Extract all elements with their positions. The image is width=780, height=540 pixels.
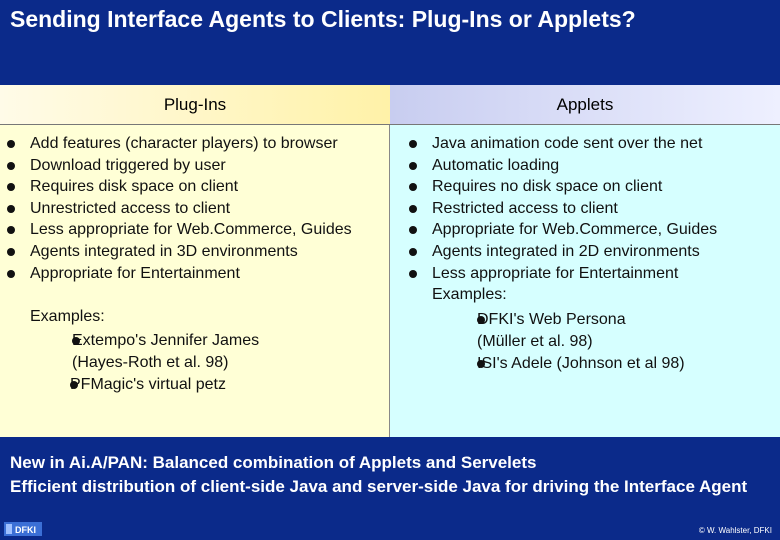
footer-text: New in Ai.A/PAN: Balanced combination of… — [10, 451, 770, 499]
applets-item: Agents integrated in 2D environments — [409, 241, 772, 263]
applets-item: Requires no disk space on client — [409, 176, 772, 198]
applets-example: ISI's Adele (Johnson et al 98) — [477, 353, 747, 375]
plugins-example: PFMagic's virtual petz — [70, 374, 310, 396]
applets-item: Automatic loading — [409, 155, 772, 177]
footer-line-2: Efficient distribution of client-side Ja… — [10, 477, 748, 496]
plugins-item: Download triggered by user — [7, 155, 382, 177]
dfki-logo: DFKI — [4, 522, 42, 536]
plugins-examples-label: Examples: — [30, 308, 105, 325]
applets-header: Applets — [390, 85, 780, 125]
plugins-examples-list: Extempo's Jennifer James (Hayes-Roth et … — [72, 330, 282, 374]
footer-line-1: New in Ai.A/PAN: Balanced combination of… — [10, 453, 537, 472]
applets-examples-list-2: ISI's Adele (Johnson et al 98) — [477, 353, 747, 375]
plugins-item: Add features (character players) to brow… — [7, 133, 382, 155]
applets-item: Appropriate for Web.Commerce, Guides — [409, 219, 772, 241]
plugins-examples-list-2: PFMagic's virtual petz — [70, 374, 310, 396]
copyright-notice: © W. Wahlster, DFKI — [698, 526, 772, 535]
plugins-header: Plug-Ins — [0, 85, 390, 125]
applets-item: Less appropriate for Entertainment — [409, 263, 772, 285]
plugins-item: Unrestricted access to client — [7, 198, 382, 220]
applets-example: DFKI's Web Persona (Müller et al. 98) — [477, 309, 677, 353]
comparison-table: Plug-Ins Applets Add features (character… — [0, 85, 780, 437]
applets-list: Java animation code sent over the net Au… — [409, 133, 772, 285]
applets-column: Java animation code sent over the net Au… — [390, 125, 780, 437]
plugins-item: Appropriate for Entertainment — [7, 263, 382, 285]
plugins-example: Extempo's Jennifer James (Hayes-Roth et … — [72, 330, 282, 374]
plugins-item: Agents integrated in 3D environments — [7, 241, 382, 263]
applets-examples-label: Examples: — [432, 286, 507, 303]
applets-item: Java animation code sent over the net — [409, 133, 772, 155]
plugins-list: Add features (character players) to brow… — [7, 133, 382, 285]
applets-item: Restricted access to client — [409, 198, 772, 220]
plugins-item: Requires disk space on client — [7, 176, 382, 198]
plugins-column: Add features (character players) to brow… — [0, 125, 390, 437]
svg-text:DFKI: DFKI — [15, 525, 36, 535]
plugins-item: Less appropriate for Web.Commerce, Guide… — [7, 219, 382, 241]
applets-examples-list: DFKI's Web Persona (Müller et al. 98) — [477, 309, 677, 353]
slide-title: Sending Interface Agents to Clients: Plu… — [10, 6, 636, 32]
